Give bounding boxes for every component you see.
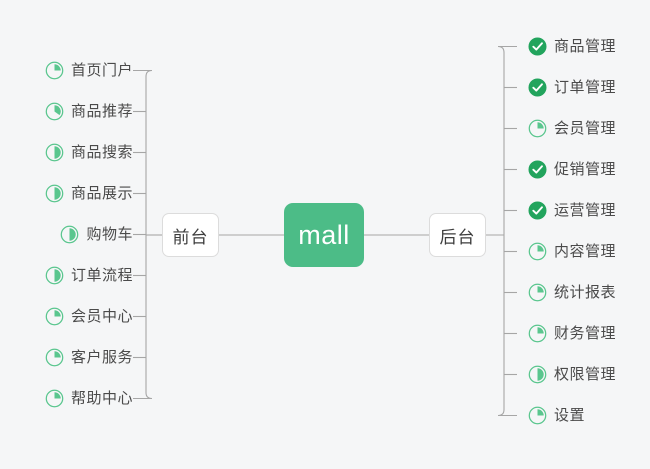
pie-progress-icon [45,143,64,162]
leaf-item-label: 权限管理 [554,365,617,383]
check-circle-icon [528,37,547,56]
check-circle-icon [528,160,547,179]
leaf-item-label: 运营管理 [554,201,617,219]
leaf-item-订单流程[interactable]: 订单流程 [10,264,133,288]
leaf-item-运营管理[interactable]: 运营管理 [528,199,616,223]
leaf-item-商品推荐[interactable]: 商品推荐 [10,100,133,124]
pie-progress-icon [45,348,64,367]
pie-progress-icon [45,61,64,80]
leaf-item-商品管理[interactable]: 商品管理 [528,35,616,59]
root-node-label: mall [298,219,350,250]
pie-progress-icon [60,225,79,244]
leaf-item-label: 商品推荐 [70,102,133,120]
leaf-item-设置[interactable]: 设置 [528,404,585,428]
pie-progress-icon [528,283,547,302]
leaf-item-商品搜索[interactable]: 商品搜索 [10,141,133,165]
pie-progress-icon [528,365,547,384]
branch-node-front[interactable]: 前台 [162,213,219,257]
leaf-item-label: 帮助中心 [70,389,133,407]
leaf-item-label: 商品管理 [554,37,617,55]
pie-progress-icon [528,324,547,343]
leaf-item-促销管理[interactable]: 促销管理 [528,158,616,182]
pie-progress-icon [45,389,64,408]
leaf-item-内容管理[interactable]: 内容管理 [528,240,616,264]
leaf-item-label: 内容管理 [554,242,617,260]
pie-progress-icon [528,406,547,425]
leaf-item-统计报表[interactable]: 统计报表 [528,281,616,305]
leaf-item-label: 商品展示 [70,184,133,202]
branch-node-back[interactable]: 后台 [429,213,486,257]
leaf-item-label: 统计报表 [554,283,617,301]
pie-progress-icon [45,102,64,121]
leaf-item-label: 促销管理 [554,160,617,178]
leaf-item-商品展示[interactable]: 商品展示 [10,182,133,206]
leaf-item-label: 订单流程 [70,266,133,284]
leaf-item-购物车[interactable]: 购物车 [10,223,133,247]
leaf-item-会员中心[interactable]: 会员中心 [10,305,133,329]
leaf-item-label: 首页门户 [70,61,133,79]
leaf-item-label: 会员中心 [70,307,133,325]
pie-progress-icon [528,242,547,261]
leaf-item-label: 订单管理 [554,78,617,96]
leaf-item-label: 购物车 [86,225,133,243]
pie-progress-icon [528,119,547,138]
leaf-item-客户服务[interactable]: 客户服务 [10,346,133,370]
leaf-item-权限管理[interactable]: 权限管理 [528,363,616,387]
check-circle-icon [528,201,547,220]
leaf-item-label: 商品搜索 [70,143,133,161]
root-node-mall[interactable]: mall [284,203,364,267]
check-circle-icon [528,78,547,97]
leaf-item-首页门户[interactable]: 首页门户 [10,59,133,83]
leaf-item-label: 客户服务 [70,348,133,366]
leaf-item-label: 会员管理 [554,119,617,137]
pie-progress-icon [45,307,64,326]
leaf-item-会员管理[interactable]: 会员管理 [528,117,616,141]
leaf-item-帮助中心[interactable]: 帮助中心 [10,387,133,411]
pie-progress-icon [45,266,64,285]
leaf-item-label: 财务管理 [554,324,617,342]
leaf-item-财务管理[interactable]: 财务管理 [528,322,616,346]
pie-progress-icon [45,184,64,203]
branch-node-front-label: 前台 [172,227,209,247]
branch-node-back-label: 后台 [439,227,476,247]
leaf-item-label: 设置 [554,406,586,424]
leaf-item-订单管理[interactable]: 订单管理 [528,76,616,100]
